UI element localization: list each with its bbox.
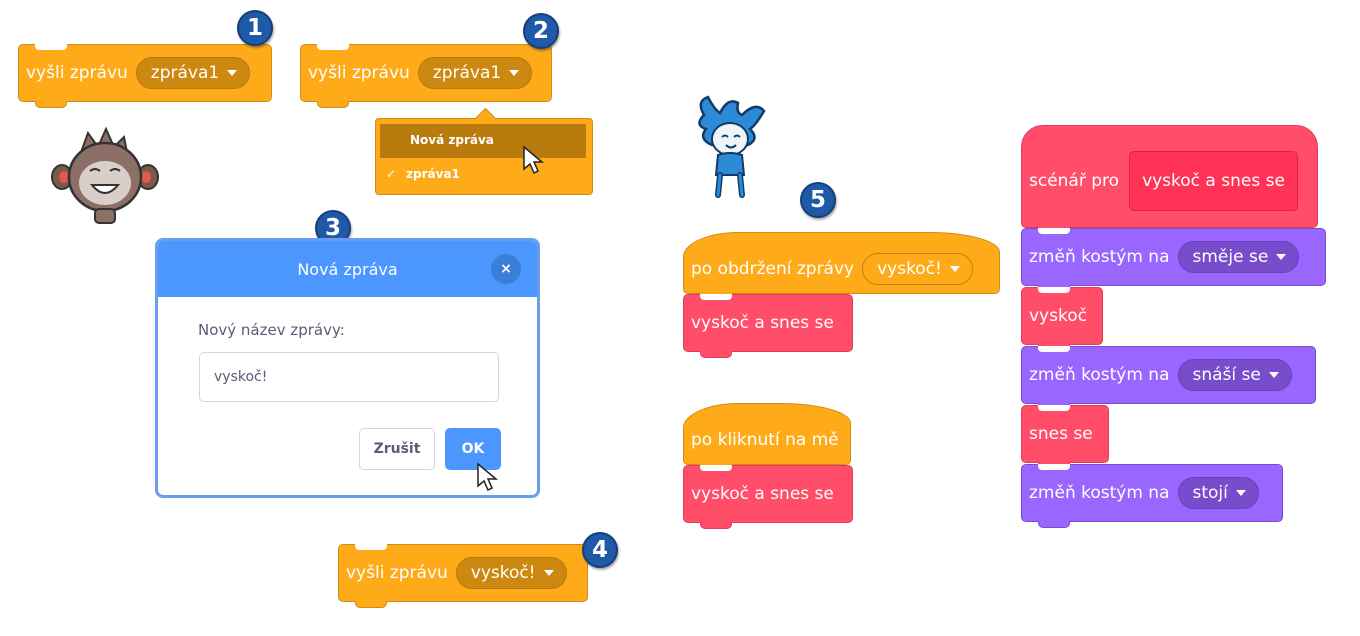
land-procedure-block[interactable]: snes se [1021, 405, 1109, 469]
call-procedure-block[interactable]: vyskoč a snes se [683, 294, 853, 358]
procedure-name-slot[interactable]: vyskoč a snes se [1129, 150, 1298, 211]
broadcast-label: vyšli zprávu [346, 563, 448, 583]
broadcast-block-1[interactable]: vyšli zprávu zpráva1 [18, 44, 272, 108]
hat-label: po kliknutí na mě [691, 430, 839, 450]
dropdown-item-new-message[interactable]: Nová zpráva [380, 124, 586, 158]
hat-label: po obdržení zprávy [691, 259, 855, 279]
dropdown-arrow-icon [949, 266, 960, 272]
when-receive-hat-block[interactable]: po obdržení zprávy vyskoč! [683, 232, 1000, 300]
message-value: vyskoč! [877, 259, 942, 279]
switch-costume-block-2[interactable]: změň kostým na snáší se [1021, 346, 1316, 410]
dialog-header: Nová zpráva × [158, 241, 537, 297]
message-value: vyskoč! [470, 563, 536, 583]
jump-procedure-block[interactable]: vyskoč [1021, 287, 1103, 351]
dropdown-arrow-icon [543, 570, 554, 576]
switch-costume-block-3[interactable]: změň kostým na stojí [1021, 464, 1283, 528]
ok-button[interactable]: OK [445, 428, 501, 470]
step-badge-2: 2 [523, 13, 559, 49]
message-dropdown-menu: Nová zpráva ✓ zpráva1 [375, 118, 593, 195]
mouse-cursor-icon [477, 462, 499, 492]
dropdown-item-zprava1[interactable]: ✓ zpráva1 [386, 167, 460, 181]
dropdown-arrow-icon [1235, 490, 1246, 496]
cancel-button[interactable]: Zrušit [359, 428, 435, 470]
message-dropdown[interactable]: zpráva1 [417, 57, 533, 89]
dropdown-arrow-icon [509, 70, 520, 76]
broadcast-label: vyšli zprávu [26, 63, 128, 83]
step-badge-5: 5 [800, 182, 836, 218]
costume-dropdown[interactable]: stojí [1177, 477, 1259, 509]
define-procedure-hat-block[interactable]: scénář pro vyskoč a snes se [1021, 125, 1318, 234]
message-name-input[interactable]: vyskoč! [199, 352, 499, 402]
checkmark-icon: ✓ [386, 167, 397, 181]
define-label: scénář pro [1029, 170, 1120, 191]
step-badge-1: 1 [237, 10, 273, 46]
close-icon[interactable]: × [491, 254, 521, 284]
step-badge-4: 4 [582, 532, 618, 568]
new-message-dialog: Nová zpráva × Nový název zprávy: vyskoč!… [155, 238, 540, 498]
broadcast-block-4[interactable]: vyšli zprávu vyskoč! [338, 544, 588, 608]
costume-dropdown[interactable]: snáší se [1177, 359, 1292, 391]
call-procedure-block[interactable]: vyskoč a snes se [683, 465, 853, 529]
dropdown-arrow-icon [1268, 372, 1279, 378]
mouse-cursor-icon [523, 145, 545, 175]
broadcast-block-2[interactable]: vyšli zprávu zpráva1 [300, 44, 552, 108]
dialog-title: Nová zpráva [297, 259, 398, 279]
dropdown-arrow-icon [1276, 254, 1287, 260]
dropdown-arrow-icon [227, 70, 238, 76]
when-clicked-hat-block[interactable]: po kliknutí na mě [683, 403, 851, 471]
costume-dropdown[interactable]: směje se [1177, 241, 1300, 273]
message-value: zpráva1 [432, 63, 502, 83]
message-dropdown[interactable]: vyskoč! [455, 557, 567, 589]
message-dropdown[interactable]: vyskoč! [862, 253, 973, 285]
broadcast-label: vyšli zprávu [308, 63, 410, 83]
message-value: zpráva1 [150, 63, 220, 83]
blue-character-sprite [698, 95, 766, 198]
message-dropdown[interactable]: zpráva1 [135, 57, 251, 89]
monkey-sprite [51, 126, 159, 224]
dialog-prompt: Nový název zprávy: [198, 321, 345, 339]
switch-costume-block-1[interactable]: změň kostým na směje se [1021, 228, 1326, 292]
